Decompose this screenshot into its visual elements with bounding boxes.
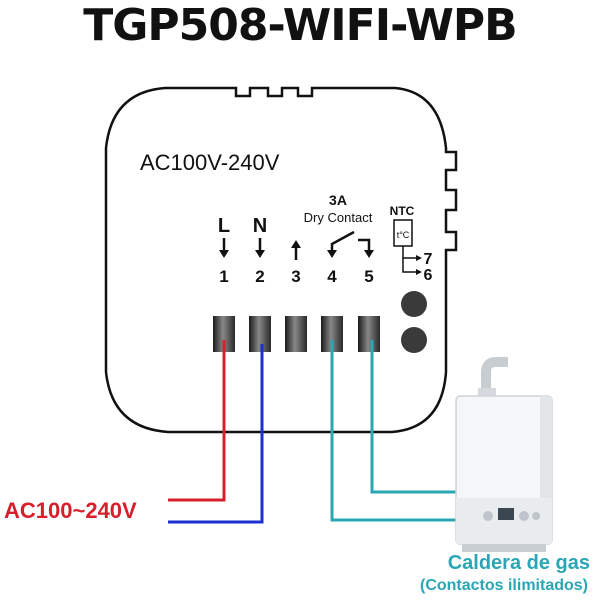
- terminal-number: 5: [364, 267, 373, 286]
- mounting-hole: [401, 327, 427, 353]
- contact-wire: [330, 340, 462, 522]
- relay-type: Dry Contact: [304, 210, 373, 225]
- terminal-block: [358, 316, 380, 352]
- terminal-block: [213, 316, 235, 352]
- terminal-number: 3: [291, 267, 300, 286]
- neutral-wire: [168, 344, 264, 524]
- ntc-terminal-number: 6: [424, 267, 433, 284]
- mounting-hole: [401, 291, 427, 317]
- terminal-block: [321, 316, 343, 352]
- ntc-label: NTC: [390, 204, 415, 218]
- device-voltage-label: AC100V-240V: [140, 150, 280, 175]
- terminal-block: [285, 316, 307, 352]
- boiler-name: Caldera de gas: [447, 552, 590, 574]
- live-wire: [168, 340, 226, 502]
- terminal-number: 1: [219, 267, 228, 286]
- arrow-up-icon: [291, 240, 301, 260]
- relay-rating: 3A: [329, 192, 347, 208]
- ntc-symbol: t°C: [397, 230, 410, 240]
- ntc-terminal-number: 7: [424, 251, 433, 268]
- terminal-number: 2: [255, 267, 264, 286]
- terminal-number: 4: [327, 267, 337, 286]
- gas-boiler-icon: [455, 357, 553, 552]
- neutral-letter: N: [253, 215, 267, 237]
- arrow-down-icon: [219, 238, 229, 258]
- relay-contact-icon: [327, 230, 374, 258]
- boiler-note: (Contactos ilimitados): [419, 577, 588, 594]
- supply-voltage-label: AC100~240V: [4, 498, 137, 523]
- ntc-wire-icon: [402, 246, 422, 275]
- contact-wire: [370, 340, 462, 494]
- terminal-block: [249, 316, 271, 352]
- live-letter: L: [218, 215, 230, 237]
- diagram-title: TGP508-WIFI-WPB: [83, 0, 517, 51]
- arrow-down-icon: [255, 238, 265, 258]
